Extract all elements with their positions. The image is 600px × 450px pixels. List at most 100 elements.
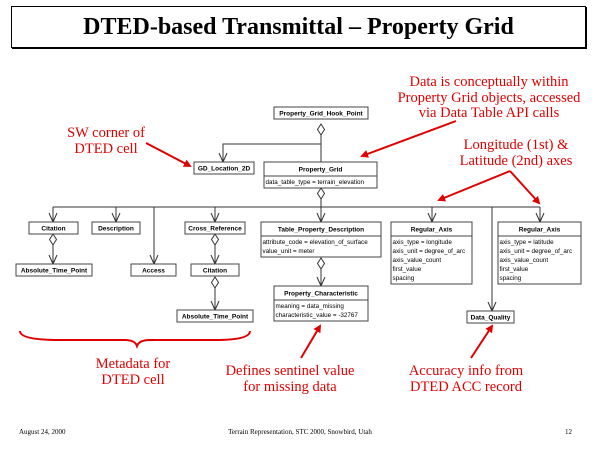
uml-class-table-prop-desc: Table_Property_Description attribute_code… (260, 221, 382, 258)
arrow-sw-corner-to-gdlocation (145, 142, 192, 167)
slide-title: DTED-based Transmittal – Property Grid (83, 13, 514, 40)
connectors (52, 135, 541, 311)
metadata-brace (19, 330, 251, 350)
svg-text:Data is conceptually within: Data is conceptually within (409, 74, 569, 90)
annotation-sw-corner: SW corner of DTED cell (67, 125, 145, 157)
class-name: Citation (203, 268, 227, 275)
class-name: Table_Property_Description (278, 227, 364, 234)
annotation-axes: Longitude (1st) & Latitude (2nd) axes (460, 137, 573, 169)
class-box-frame (28, 221, 79, 235)
slide-title-box: DTED-based Transmittal – Property Grid (11, 6, 586, 48)
class-box-frame (466, 310, 515, 324)
aggregation-diamond-icon (316, 187, 326, 200)
arrow-axes-to-longitude (437, 170, 511, 202)
uml-class-regular-axis-1: Regular_Axis axis_type = longitude axis_un… (390, 221, 473, 285)
uml-class-hook-point: Property_Grid_Hook_Point (273, 106, 369, 120)
class-attribute: spacing (393, 275, 415, 282)
class-name: Property_Grid (299, 167, 343, 174)
footer-event: Terrain Representation, STC 2000, Snowbi… (228, 428, 372, 436)
svg-text:for missing data: for missing data (243, 379, 337, 395)
class-attribute: meaning = data_missing (276, 303, 345, 310)
class-attribute: axis_unit = degree_of_arc (393, 248, 466, 255)
class-attribute: value_unit = meter (263, 248, 315, 255)
uml-class-cross-reference: Cross_Reference (184, 221, 246, 235)
class-box-frame (497, 221, 582, 285)
aggregation-diamond-icon (316, 257, 326, 270)
svg-text:Metadata for: Metadata for (96, 356, 171, 372)
svg-text:Property Grid objects, accesse: Property Grid objects, accessed (398, 90, 582, 106)
class-name: Data_Quality (471, 315, 511, 322)
aggregation-diamond-icon (210, 276, 220, 289)
aggregation-diamond-icon (316, 123, 326, 136)
class-name: Access (142, 268, 165, 275)
footer-date: August 24, 2000 (19, 428, 66, 436)
uml-class-citation-2: Citation (190, 263, 240, 277)
arrow-data-to-grid (360, 120, 457, 158)
class-box-frame (263, 161, 378, 189)
connector-hook-to-gdlocation (222, 143, 321, 162)
class-attribute: first_value (500, 266, 529, 273)
svg-text:DTED cell: DTED cell (101, 372, 164, 388)
annotation-arrows (19, 120, 541, 359)
class-name: Citation (41, 226, 65, 233)
uml-class-gd-location: GD_Location_2D (193, 161, 255, 175)
annotation-metadata: Metadata for DTED cell (96, 356, 171, 388)
class-box-frame (130, 263, 177, 277)
class-attribute: data_table_type = terrain_elevation (266, 179, 365, 186)
aggregation-diamonds (48, 123, 326, 289)
class-name: Regular_Axis (519, 227, 561, 234)
arrow-accuracy-to-dataquality (470, 324, 494, 359)
class-name: Regular_Axis (411, 227, 453, 234)
uml-class-abs-time-1: Absolute_Time_Point (15, 263, 93, 277)
class-name: GD_Location_2D (198, 166, 251, 173)
class-attribute: axis_type = latitude (500, 239, 555, 246)
class-name: Property_Grid_Hook_Point (279, 111, 363, 118)
class-box-frame (91, 221, 141, 235)
svg-text:DTED ACC record: DTED ACC record (410, 379, 523, 395)
annotation-sentinel: Defines sentinel value for missing data (226, 363, 355, 395)
class-attribute: axis_unit = degree_of_arc (500, 248, 573, 255)
class-attribute: characteristic_value = -32767 (276, 312, 359, 319)
footer-page-number: 12 (565, 428, 572, 436)
class-box-frame (184, 221, 246, 235)
class-attribute: spacing (500, 275, 522, 282)
svg-text:Defines sentinel value: Defines sentinel value (226, 363, 355, 379)
svg-text:DTED cell: DTED cell (74, 141, 137, 157)
class-box-frame (193, 161, 255, 175)
uml-class-regular-axis-2: Regular_Axis axis_type = latitude axis_uni… (497, 221, 582, 285)
class-box-frame (176, 309, 254, 323)
class-attribute: axis_type = longitude (393, 239, 453, 246)
uml-class-citation-1: Citation (28, 221, 79, 235)
svg-text:Longitude (1st) &: Longitude (1st) & (464, 137, 569, 153)
class-name: Absolute_Time_Point (21, 268, 88, 275)
uml-class-access: Access (130, 263, 177, 277)
class-name: Cross_Reference (188, 226, 242, 233)
uml-class-property-grid: Property_Grid data_table_type = terrain_e… (263, 161, 378, 189)
uml-class-description: Description (91, 221, 141, 235)
aggregation-diamond-icon (210, 233, 220, 246)
annotation-accuracy: Accuracy info from DTED ACC record (409, 363, 524, 395)
aggregation-diamond-icon (48, 233, 58, 246)
annotation-data-concept: Data is conceptually within Property Gri… (398, 74, 582, 121)
svg-text:Accuracy info from: Accuracy info from (409, 363, 524, 379)
class-name: Absolute_Time_Point (182, 314, 249, 321)
svg-text:via Data Table API calls: via Data Table API calls (419, 105, 560, 121)
class-attribute: axis_value_count (500, 257, 549, 264)
class-box-frame (390, 221, 473, 285)
svg-text:SW corner of: SW corner of (67, 125, 145, 141)
class-box-frame (260, 221, 382, 258)
arrow-axes-to-latitude (509, 170, 541, 205)
class-attribute: first_value (393, 266, 422, 273)
svg-text:Latitude (2nd) axes: Latitude (2nd) axes (460, 153, 573, 169)
class-attribute: attribute_code = elevation_of_surface (263, 239, 369, 246)
arrow-sentinel-to-propchar (300, 324, 322, 359)
class-name: Property_Characteristic (284, 291, 358, 298)
class-box-frame (273, 106, 369, 120)
class-box-frame (273, 285, 369, 322)
class-name: Description (98, 226, 134, 233)
class-attribute: axis_value_count (393, 257, 442, 264)
class-box-frame (15, 263, 93, 277)
